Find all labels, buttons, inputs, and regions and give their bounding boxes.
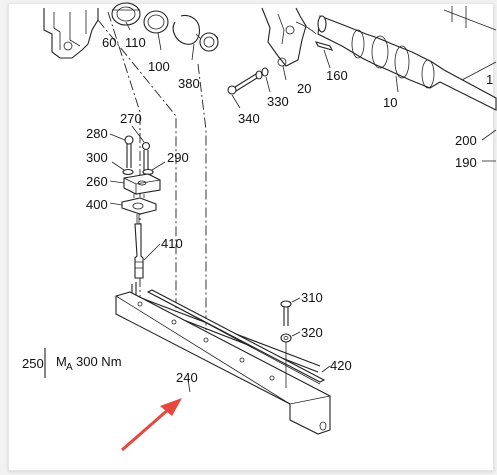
- callout-400: 400: [86, 197, 108, 212]
- bracket-60: [43, 8, 99, 59]
- block-260: [123, 173, 161, 195]
- note-symbol: M: [56, 354, 67, 369]
- screw-270: [141, 141, 151, 170]
- callout-160: 160: [326, 68, 348, 83]
- strip-420: [146, 289, 326, 385]
- bushing-380: [195, 32, 219, 52]
- key-160: [314, 41, 334, 51]
- callout-280: 280: [86, 126, 108, 141]
- callout-260: 260: [86, 174, 108, 189]
- clamp-400: [121, 194, 157, 215]
- note-symbol-subscript: A: [66, 362, 73, 373]
- washer-300: [122, 168, 134, 176]
- callout-380: 380: [178, 76, 200, 91]
- callout-300: 300: [86, 150, 108, 165]
- lever-20: [261, 7, 317, 67]
- callout-190: 190: [455, 155, 477, 170]
- callout-290: 290: [167, 150, 189, 165]
- centerline-c: [197, 63, 207, 330]
- callout-320: 320: [301, 325, 323, 340]
- shaft-10: [317, 6, 497, 111]
- rail-240: [115, 291, 331, 435]
- note-torque-value: 300 Nm: [76, 354, 122, 369]
- callout-60: 60: [102, 35, 116, 50]
- callout-200: 200: [455, 133, 477, 148]
- callout-10: 10: [383, 95, 397, 110]
- callout-110: 110: [125, 35, 146, 50]
- callout-330: 330: [267, 94, 289, 109]
- callout-270: 270: [120, 111, 142, 126]
- centerline-a: [107, 11, 141, 300]
- callout-340: 340: [238, 111, 260, 126]
- screw-340: [227, 67, 269, 95]
- ring-100: [143, 10, 169, 34]
- callout-1: 1: [486, 72, 493, 87]
- pin-410: [134, 214, 144, 279]
- screw-310: [280, 300, 292, 326]
- washer-320: [280, 333, 292, 343]
- snap-ring: [172, 14, 200, 45]
- callout-100: 100: [148, 59, 170, 74]
- bearing-110: [111, 2, 141, 26]
- screw-280: [124, 135, 134, 168]
- red-arrow-icon: [121, 398, 182, 452]
- note-part-number: 250: [22, 356, 44, 371]
- callout-310: 310: [301, 290, 323, 305]
- torque-note: 250 M A 300 Nm: [22, 348, 122, 378]
- callout-410: 410: [161, 236, 183, 251]
- callout-20: 20: [297, 81, 311, 96]
- callout-240: 240: [176, 370, 198, 385]
- callout-420: 420: [330, 358, 352, 373]
- centerline-b: [97, 19, 177, 312]
